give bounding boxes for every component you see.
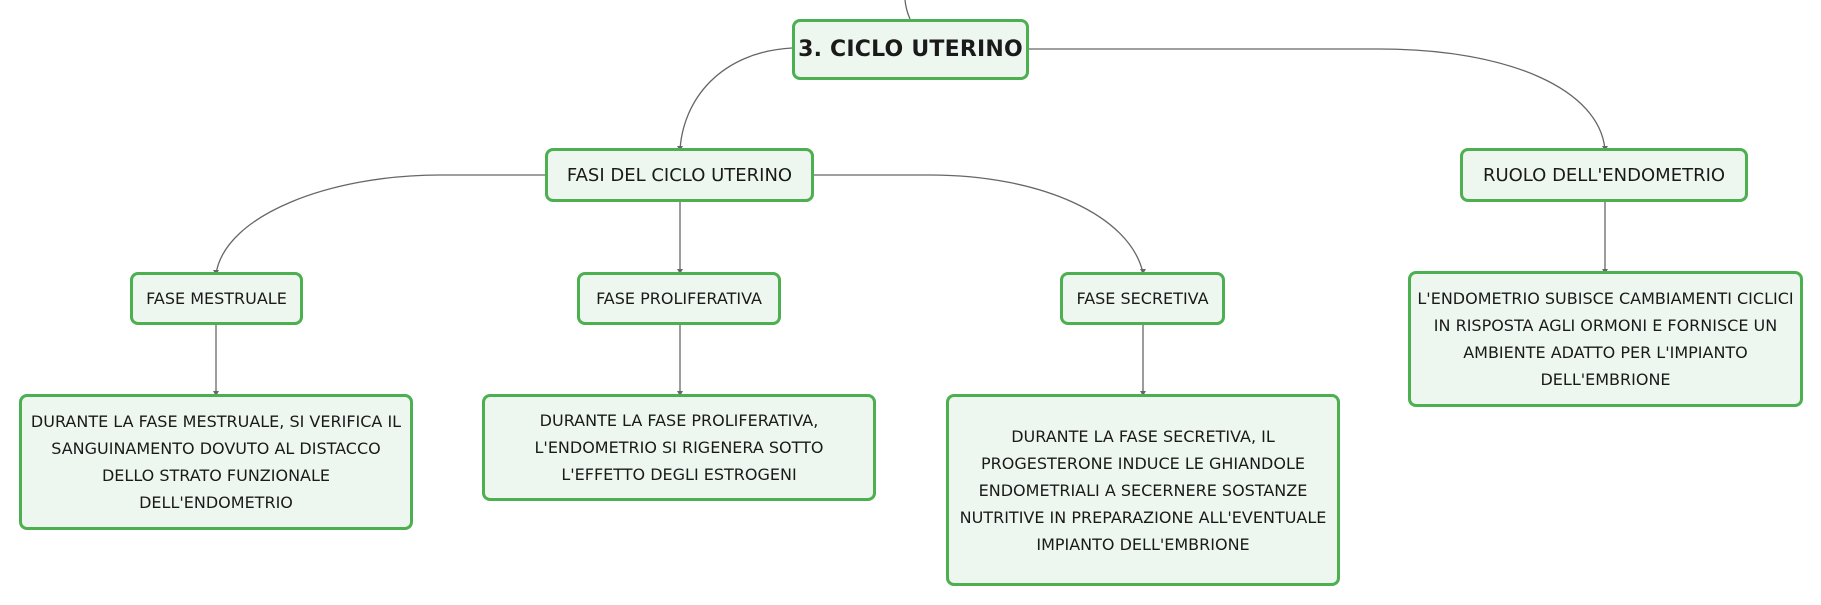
arrowhead-proliferativa bbox=[677, 269, 683, 274]
node-ruolo-endometrio[interactable]: RUOLO DELL'ENDOMETRIO bbox=[1460, 148, 1748, 202]
node-mestruale-description[interactable]: DURANTE LA FASE MESTRUALE, SI VERIFICA I… bbox=[19, 394, 413, 530]
node-ruolo-description[interactable]: L'ENDOMETRIO SUBISCE CAMBIAMENTI CICLICI… bbox=[1408, 271, 1803, 407]
node-fase-mestruale-label: FASE MESTRUALE bbox=[146, 289, 287, 308]
node-fasi-ciclo-uterino[interactable]: FASI DEL CICLO UTERINO bbox=[545, 148, 814, 202]
node-ruolo-endometrio-label: RUOLO DELL'ENDOMETRIO bbox=[1482, 164, 1726, 186]
connector-fasi-to-secretiva bbox=[814, 174, 1144, 274]
mestruale-description-text: DURANTE LA FASE MESTRUALE, SI VERIFICA I… bbox=[30, 412, 402, 512]
connector-root-to-fasi bbox=[679, 47, 793, 151]
connector-root-to-ruolo bbox=[1029, 48, 1606, 151]
node-fase-proliferativa-label: FASE PROLIFERATIVA bbox=[596, 289, 762, 308]
node-ciclo-uterino[interactable]: 3. CICLO UTERINO bbox=[792, 19, 1029, 80]
node-fase-secretiva-label: FASE SECRETIVA bbox=[1076, 289, 1209, 308]
proliferativa-description-text: DURANTE LA FASE PROLIFERATIVA, L'ENDOMET… bbox=[534, 411, 824, 484]
node-fase-mestruale[interactable]: FASE MESTRUALE bbox=[130, 272, 303, 325]
node-proliferativa-description[interactable]: DURANTE LA FASE PROLIFERATIVA, L'ENDOMET… bbox=[482, 394, 876, 501]
connector-parent-to-root bbox=[904, 0, 911, 20]
node-fase-proliferativa[interactable]: FASE PROLIFERATIVA bbox=[577, 272, 781, 325]
arrowhead-secretiva-desc bbox=[1140, 391, 1146, 396]
node-secretiva-description[interactable]: DURANTE LA FASE SECRETIVA, IL PROGESTERO… bbox=[946, 394, 1340, 586]
node-fase-secretiva[interactable]: FASE SECRETIVA bbox=[1060, 272, 1225, 325]
secretiva-description-text: DURANTE LA FASE SECRETIVA, IL PROGESTERO… bbox=[959, 426, 1327, 554]
ruolo-description-text: L'ENDOMETRIO SUBISCE CAMBIAMENTI CICLICI… bbox=[1417, 289, 1794, 389]
arrowhead-secretiva bbox=[1140, 269, 1146, 274]
node-ciclo-uterino-label: 3. CICLO UTERINO bbox=[798, 37, 1023, 62]
arrowhead-mestruale-desc bbox=[213, 391, 219, 396]
connector-fasi-to-mestruale bbox=[215, 174, 545, 275]
node-fasi-ciclo-uterino-label: FASI DEL CICLO UTERINO bbox=[566, 164, 793, 186]
arrowhead-proliferativa-desc bbox=[677, 391, 683, 396]
